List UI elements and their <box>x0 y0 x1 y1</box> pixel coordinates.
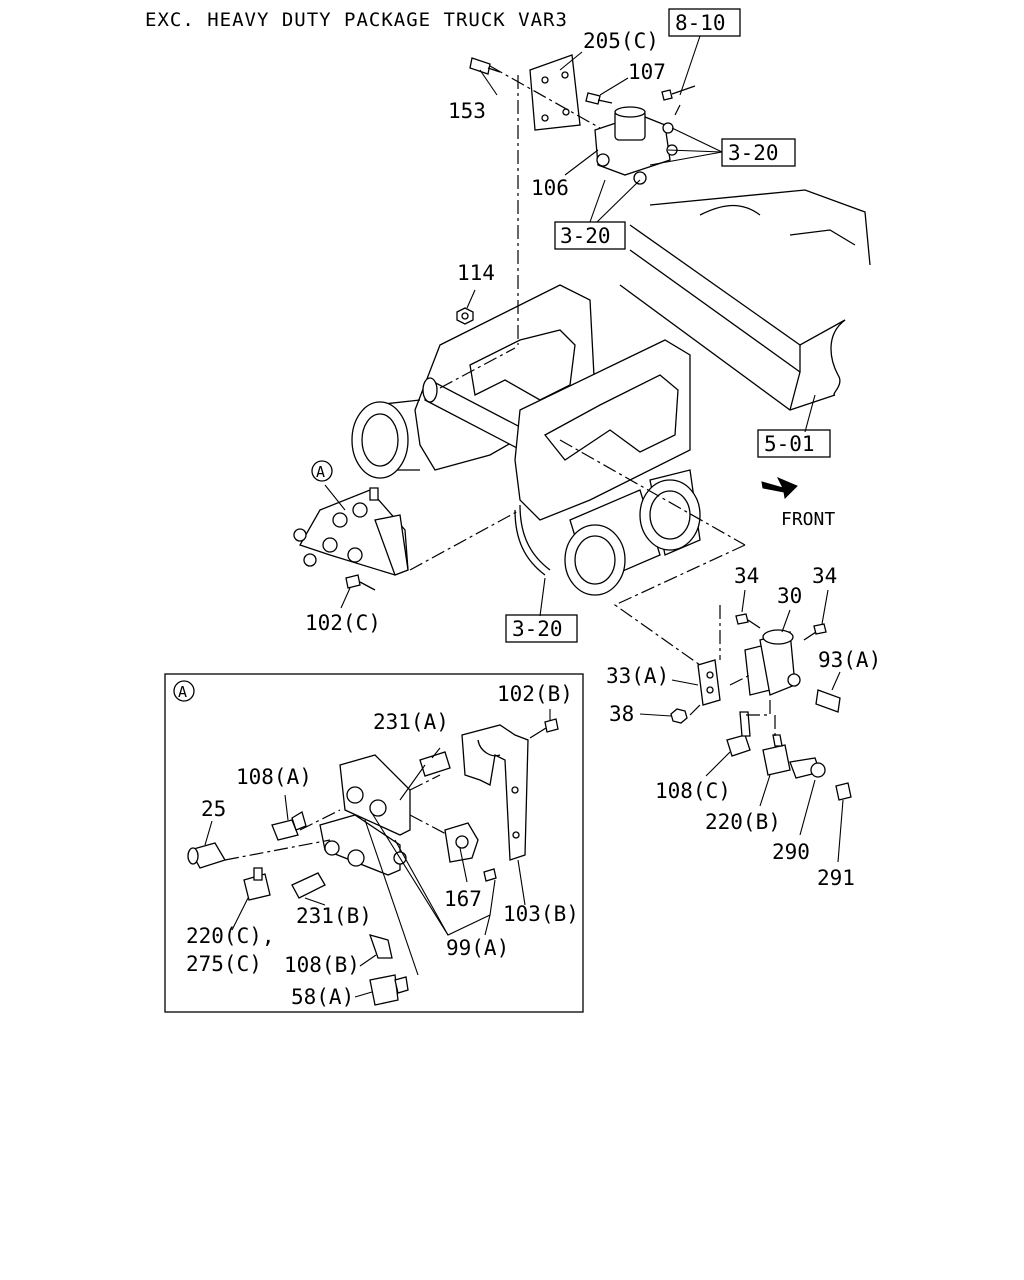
label-231a: 231(A) <box>373 710 449 734</box>
label-220b: 220(B) <box>705 810 781 834</box>
label-114: 114 <box>457 261 495 285</box>
front-arrow-icon <box>761 477 798 500</box>
label-58a: 58(A) <box>291 985 354 1009</box>
ref-3-20-bottom-text: 3-20 <box>512 617 563 641</box>
left-valve-block <box>293 487 409 591</box>
ref-box-3-20-top[interactable]: 3-20 <box>721 138 796 167</box>
connector-lines <box>324 35 844 863</box>
ref-8-10-text: 8-10 <box>675 11 726 35</box>
label-106: 106 <box>531 176 569 200</box>
label-38: 38 <box>609 702 634 726</box>
label-231b: 231(B) <box>296 904 372 928</box>
label-275c: 275(C) <box>186 952 262 976</box>
detail-marker-letter: A <box>316 463 325 481</box>
ref-box-3-20-mid[interactable]: 3-20 <box>554 221 626 250</box>
label-34-right: 34 <box>812 564 837 588</box>
detail-inset-marker-letter: A <box>178 683 187 701</box>
nut-114 <box>456 307 474 325</box>
ref-box-5-01[interactable]: 5-01 <box>757 429 831 458</box>
right-valve-group <box>670 613 852 801</box>
detail-inset-a: A <box>164 673 584 1013</box>
label-102b: 102(B) <box>497 682 573 706</box>
label-108a: 108(A) <box>236 765 312 789</box>
label-290: 290 <box>772 840 810 864</box>
frame-rail <box>619 189 871 411</box>
label-102c: 102(C) <box>305 611 381 635</box>
label-205c: 205(C) <box>583 29 659 53</box>
diagram-title: EXC. HEAVY DUTY PACKAGE TRUCK VAR3 <box>145 9 568 31</box>
label-291: 291 <box>817 866 855 890</box>
detail-inset-marker-icon: A <box>173 680 195 702</box>
label-167: 167 <box>444 887 482 911</box>
label-33a: 33(A) <box>606 664 669 688</box>
ref-3-20-top-text: 3-20 <box>728 141 779 165</box>
ref-3-20-mid-text: 3-20 <box>560 224 611 248</box>
label-107: 107 <box>628 60 666 84</box>
spring-bracket-assembly <box>351 284 701 596</box>
label-108b: 108(B) <box>284 953 360 977</box>
label-99a: 99(A) <box>446 936 509 960</box>
label-108c: 108(C) <box>655 779 731 803</box>
label-93a: 93(A) <box>818 648 881 672</box>
label-34-left: 34 <box>734 564 759 588</box>
ref-5-01-text: 5-01 <box>764 432 815 456</box>
top-valve-assembly <box>469 54 696 185</box>
label-103b: 103(B) <box>503 902 579 926</box>
detail-marker-icon[interactable]: A <box>311 460 333 482</box>
label-30: 30 <box>777 584 802 608</box>
label-25: 25 <box>201 797 226 821</box>
label-220c: 220(C), <box>186 924 275 948</box>
ref-box-3-20-bottom[interactable]: 3-20 <box>505 614 578 643</box>
label-153: 153 <box>448 99 486 123</box>
ref-box-8-10[interactable]: 8-10 <box>668 8 741 37</box>
label-front: FRONT <box>781 509 835 530</box>
